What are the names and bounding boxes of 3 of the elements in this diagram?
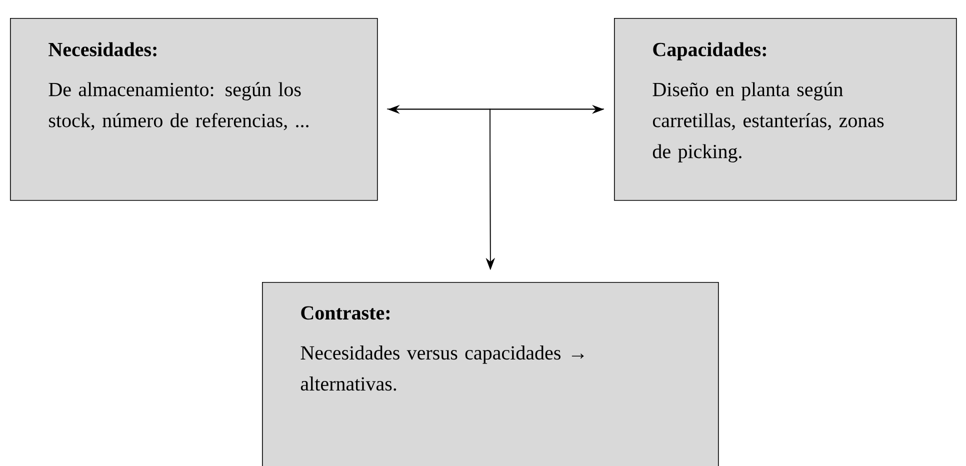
text-box: Capacidades: Diseño en planta según carretillas, estanterías, zonas de picking.: [614, 18, 957, 201]
text-box: Contraste: Necesidades versus capacidades → alternativas.: [262, 282, 719, 466]
text-box: Necesidades: De almacenamiento: según los stock, número de referencias, ...: [10, 18, 378, 201]
